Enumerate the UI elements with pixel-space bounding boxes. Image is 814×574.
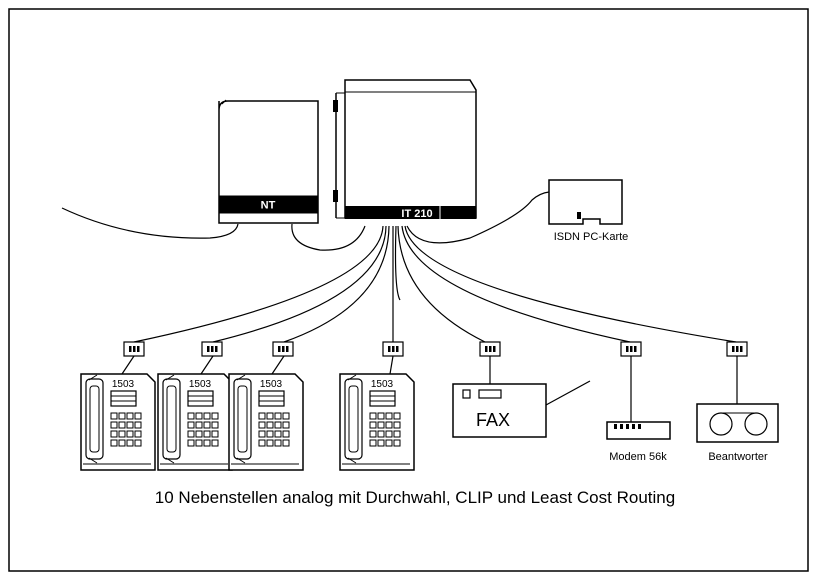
telephone: 1503 xyxy=(80,373,156,471)
socket-group xyxy=(123,341,748,357)
telephone: 1503 xyxy=(157,373,233,471)
fax-label: FAX xyxy=(476,410,510,430)
phone-display: 1503 xyxy=(260,379,283,390)
telephone: 1503 xyxy=(339,373,415,471)
phone-display: 1503 xyxy=(371,379,394,390)
phone-display: 1503 xyxy=(189,379,212,390)
cables xyxy=(61,191,738,422)
isdn-pc-card: ISDN PC-Karte xyxy=(548,179,629,243)
diagram-caption: 10 Nebenstellen analog mit Durchwahl, CL… xyxy=(155,488,675,507)
socket xyxy=(726,341,748,357)
modem: Modem 56k xyxy=(606,421,671,463)
answering-machine: Beantworter xyxy=(696,403,779,463)
telephone: 1503 xyxy=(228,373,304,471)
fax-machine: FAX xyxy=(452,383,547,438)
socket xyxy=(479,341,501,357)
nt-box: NT xyxy=(218,99,319,224)
socket xyxy=(201,341,223,357)
socket xyxy=(272,341,294,357)
socket xyxy=(123,341,145,357)
modem-label: Modem 56k xyxy=(609,451,667,463)
phone-display: 1503 xyxy=(112,379,135,390)
socket xyxy=(620,341,642,357)
pbx-box: IT 210 xyxy=(333,79,477,220)
answering-machine-label: Beantworter xyxy=(708,451,768,463)
pbx-label: IT 210 xyxy=(401,208,432,220)
socket xyxy=(382,341,404,357)
nt-label: NT xyxy=(261,200,276,212)
isdn-card-label: ISDN PC-Karte xyxy=(554,231,629,243)
